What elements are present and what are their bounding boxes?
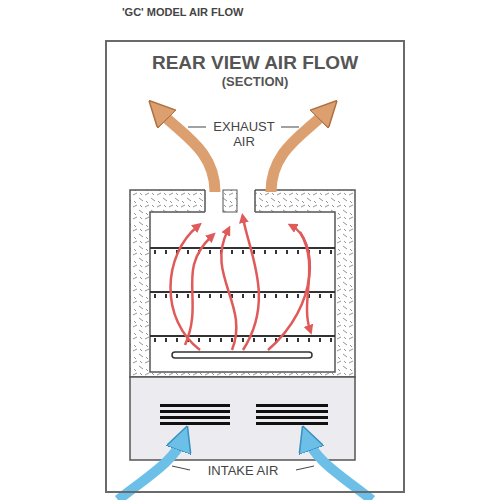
diagram-title: 'GC' MODEL AIR FLOW	[122, 6, 243, 18]
housing-outline: REAR VIEW AIR FLOW(SECTION)	[105, 40, 405, 493]
exhaust-arrows	[158, 110, 328, 192]
exhaust-label: EXHAUST AIR	[208, 119, 280, 149]
intake-label: INTAKE AIR	[193, 463, 293, 478]
convection-arrows	[171, 218, 311, 350]
intake-compartment	[130, 377, 355, 460]
oven-chamber	[130, 189, 355, 377]
intake-arrows	[118, 438, 372, 500]
section-heading: REAR VIEW AIR FLOW	[107, 42, 403, 74]
leader-lines	[172, 127, 314, 470]
section-subheading: (SECTION)	[107, 74, 403, 90]
heating-element	[172, 352, 312, 358]
